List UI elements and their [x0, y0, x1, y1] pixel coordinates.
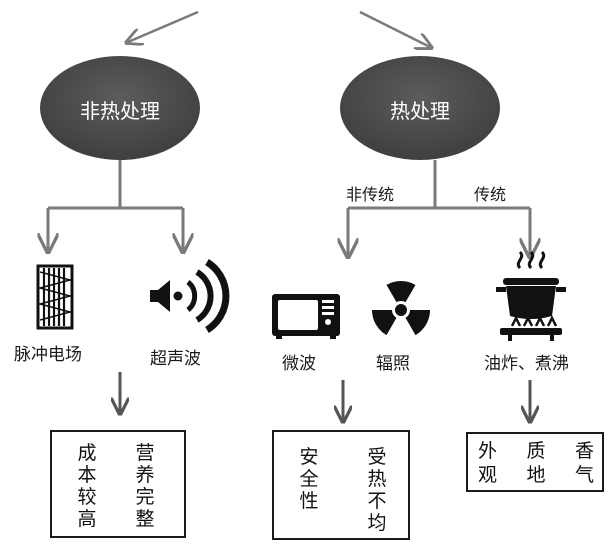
radiation-icon [372, 281, 430, 336]
cost-high-text: 成 本 较 高 [76, 442, 98, 530]
char: 气 [574, 464, 594, 486]
non-traditional-outcome-box: 安 全 性 受 热 不 均 [272, 430, 410, 540]
char: 外 [478, 440, 498, 462]
char: 性 [299, 490, 319, 512]
safety-text: 安 全 性 [298, 446, 320, 512]
char: 热 [367, 468, 387, 490]
non-thermal-node [40, 56, 200, 160]
traditional-label: 传统 [474, 185, 507, 204]
left-tree-connector [48, 160, 183, 250]
char: 整 [135, 508, 155, 530]
non-thermal-outcome-box: 成 本 较 高 营 养 完 整 [50, 430, 186, 538]
appearance-texture-aroma-row1: 外 质 香 [478, 439, 594, 463]
traditional-outcome-box: 外 质 香 观 地 气 [466, 432, 604, 492]
char: 完 [135, 486, 155, 508]
char: 质 [526, 440, 546, 462]
non-traditional-label: 非传统 [346, 185, 395, 204]
non-thermal-label: 非热处理 [80, 99, 160, 123]
char: 均 [367, 512, 387, 534]
char: 全 [299, 468, 319, 490]
char: 观 [478, 464, 498, 486]
microwave-oven-icon [272, 294, 340, 339]
appearance-texture-aroma-row2: 观 地 气 [478, 463, 594, 487]
char: 营 [135, 442, 155, 464]
cooking-pot-icon [496, 250, 566, 341]
right-tree-connector [348, 160, 530, 255]
uneven-heating-text: 受 热 不 均 [366, 446, 388, 534]
char: 养 [135, 464, 155, 486]
entry-arrow-right [359, 10, 430, 47]
thermal-label: 热处理 [390, 99, 450, 123]
char: 受 [367, 446, 387, 468]
char: 安 [299, 446, 319, 468]
speaker-sound-icon [150, 259, 230, 333]
thermal-node [340, 56, 500, 160]
pef-label: 脉冲电场 [14, 345, 82, 365]
char: 成 [77, 442, 97, 464]
ultrasound-label: 超声波 [150, 349, 201, 369]
char: 地 [526, 464, 546, 486]
entry-arrow-left [128, 10, 199, 42]
irradiation-label: 辐照 [376, 354, 410, 374]
frying-boiling-label: 油炸、煮沸 [484, 354, 569, 374]
char: 高 [77, 508, 97, 530]
char: 香 [574, 440, 594, 462]
char: 不 [367, 490, 387, 512]
nutrition-intact-text: 营 养 完 整 [134, 442, 156, 530]
char: 较 [77, 486, 97, 508]
microwave-label: 微波 [282, 354, 316, 374]
char: 本 [77, 464, 97, 486]
pulsed-electric-field-icon [36, 264, 74, 330]
